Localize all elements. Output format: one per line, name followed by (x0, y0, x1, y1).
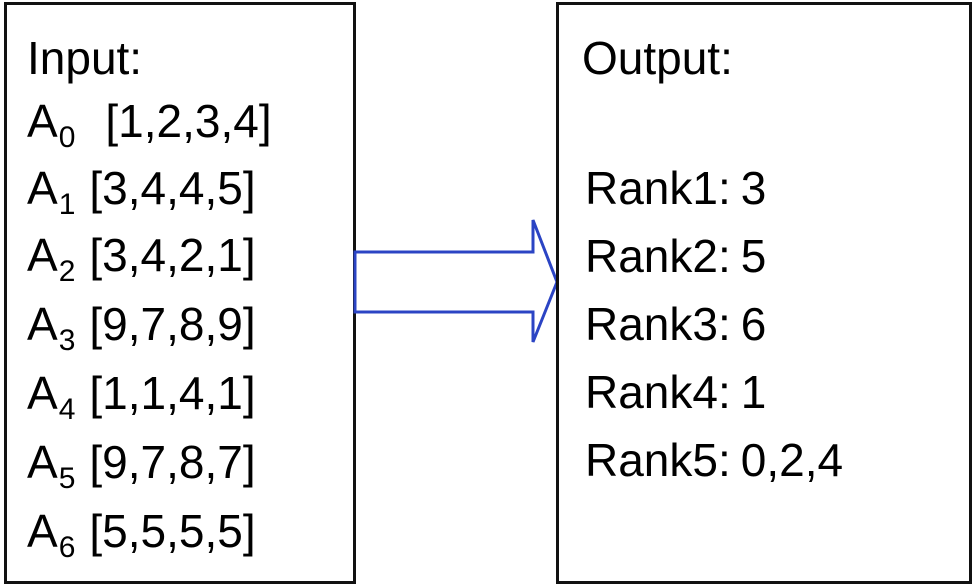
array-name: A1 (27, 162, 75, 220)
array-subscript: 1 (58, 188, 76, 221)
input-array-row: A3 [9,7,8,9] (27, 298, 256, 356)
array-letter: A (27, 436, 58, 488)
array-values: [9,7,8,7] (89, 436, 256, 488)
rank-label: Rank5: (585, 434, 731, 486)
array-name: A6 (27, 505, 75, 563)
array-subscript: 4 (58, 393, 76, 426)
output-box: Output: Rank1:3 Rank2:5 Rank3:6 Rank4:1 … (556, 2, 972, 584)
rank-label: Rank4: (585, 366, 731, 418)
input-array-row: A1 [3,4,4,5] (27, 162, 256, 220)
rank-label: Rank2: (585, 230, 731, 282)
array-subscript: 5 (58, 462, 76, 495)
rank-label: Rank3: (585, 298, 731, 350)
array-subscript: 0 (58, 121, 76, 154)
rank-value: 3 (740, 162, 767, 214)
array-subscript: 3 (58, 324, 76, 357)
array-name: A4 (27, 367, 75, 425)
array-values: [1,2,3,4] (105, 95, 272, 147)
rank-value: 5 (740, 230, 767, 282)
output-title: Output: (582, 32, 733, 84)
array-values: [9,7,8,9] (89, 298, 256, 350)
array-letter: A (27, 162, 58, 214)
rank-value: 0,2,4 (740, 434, 844, 486)
array-values: [1,1,4,1] (89, 367, 256, 419)
input-array-row: A0 [1,2,3,4] (27, 95, 272, 153)
input-array-row: A6 [5,5,5,5] (27, 505, 256, 563)
array-letter: A (27, 298, 58, 350)
rank-value: 6 (740, 298, 767, 350)
rank-row: Rank3:6 (585, 301, 766, 347)
input-box: Input: A0[1,2,3,4] A1[3,4,4,5] A2[3,4,2,… (4, 2, 356, 584)
input-title: Input: (27, 32, 143, 84)
array-letter: A (27, 95, 58, 147)
array-subscript: 6 (58, 531, 76, 564)
array-values: [5,5,5,5] (89, 505, 256, 557)
input-array-row: A2 [3,4,2,1] (27, 229, 256, 287)
array-name: A5 (27, 436, 75, 494)
array-values: [3,4,4,5] (89, 162, 256, 214)
input-array-row: A5 [9,7,8,7] (27, 436, 256, 494)
array-letter: A (27, 367, 58, 419)
array-name: A3 (27, 298, 75, 356)
rank-value: 1 (740, 366, 767, 418)
rank-label: Rank1: (585, 162, 731, 214)
right-arrow-icon (353, 219, 559, 343)
rank-row: Rank2:5 (585, 233, 766, 279)
rank-row: Rank4:1 (585, 369, 766, 415)
array-values: [3,4,2,1] (89, 229, 256, 281)
array-subscript: 2 (58, 255, 76, 288)
array-name: A2 (27, 229, 75, 287)
input-array-row: A4 [1,1,4,1] (27, 367, 256, 425)
rank-row: Rank1:3 (585, 165, 766, 211)
rank-row: Rank5:0,2,4 (585, 437, 843, 483)
array-letter: A (27, 229, 58, 281)
array-letter: A (27, 505, 58, 557)
array-name: A0 (27, 95, 75, 153)
